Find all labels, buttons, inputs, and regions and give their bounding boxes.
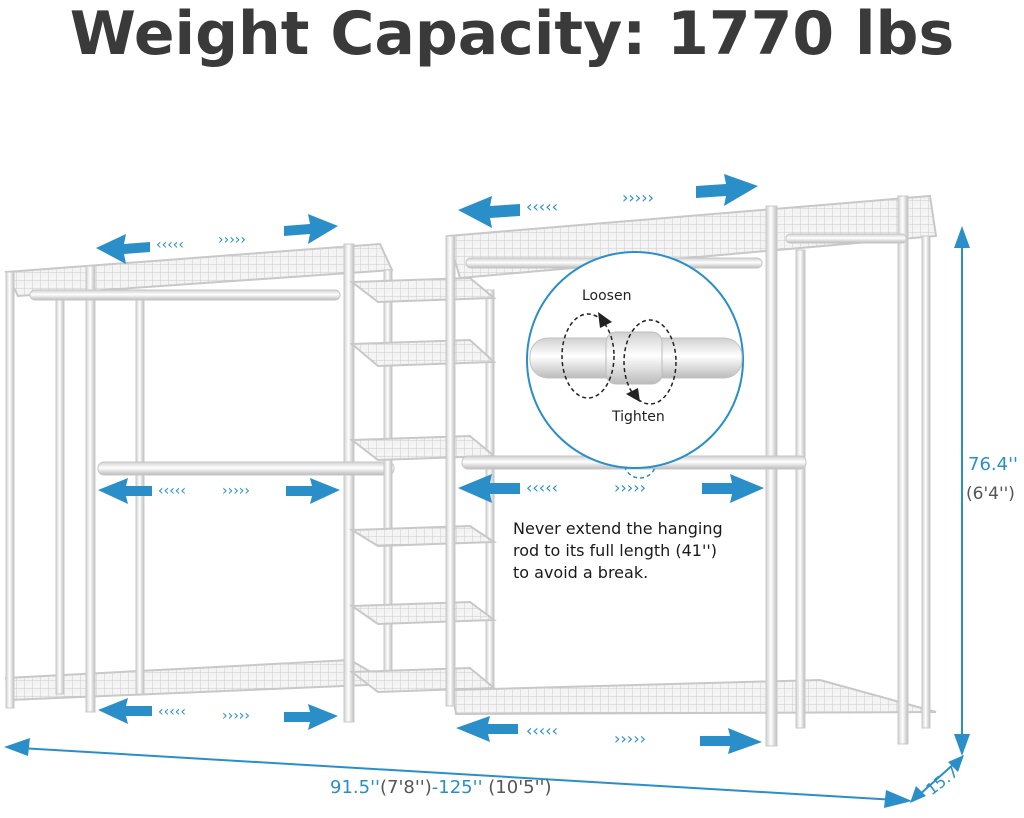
height-inches: 76.4'': [968, 454, 1018, 475]
svg-text:›››››: ›››››: [622, 188, 654, 207]
svg-text:›››››: ›››››: [222, 483, 250, 499]
arrow-left-bottom: ‹‹‹‹‹ ›››››: [98, 698, 338, 730]
note-line-3: to avoid a break.: [513, 563, 649, 582]
svg-text:‹‹‹‹‹: ‹‹‹‹‹: [158, 483, 186, 499]
note-line-2: rod to its full length (41''): [513, 541, 718, 560]
extend-arrows: ‹‹‹‹‹ ››››› ‹‹‹‹‹ ››››› ‹‹‹‹‹ ››››› ‹‹‹‹…: [96, 174, 764, 754]
svg-text:›››››: ›››››: [614, 729, 646, 748]
width-max-inches: 125'': [438, 777, 483, 798]
svg-text:›››››: ›››››: [614, 478, 646, 497]
width-min-inches: 91.5'': [330, 777, 380, 798]
note-line-1: Never extend the hanging: [513, 519, 723, 538]
tighten-label: Tighten: [612, 409, 665, 425]
loosen-label: Loosen: [582, 288, 632, 304]
svg-text:‹‹‹‹‹: ‹‹‹‹‹: [158, 704, 186, 720]
weight-capacity-title: Weight Capacity: 1770 lbs: [69, 0, 955, 69]
width-dimension: 91.5''(7'8'')-125'' (10'5''): [330, 777, 552, 798]
rod-adjust-callout: [526, 251, 744, 469]
arrow-right-top: ‹‹‹‹‹ ›››››: [458, 174, 758, 228]
svg-text:›››››: ›››››: [222, 708, 250, 724]
svg-text:‹‹‹‹‹: ‹‹‹‹‹: [526, 478, 558, 497]
width-max-feet: (10'5''): [488, 777, 552, 798]
left-unit: [4, 242, 396, 723]
shelf-tower: [348, 269, 498, 694]
width-dash: -: [431, 777, 439, 798]
arrow-right-bottom: ‹‹‹‹‹ ›››››: [456, 716, 762, 754]
svg-text:‹‹‹‹‹: ‹‹‹‹‹: [526, 197, 558, 216]
height-feet: (6'4''): [966, 484, 1015, 504]
dimension-lines: [4, 226, 970, 808]
svg-text:›››››: ›››››: [218, 232, 246, 248]
rod-warning-note: Never extend the hanging rod to its full…: [513, 518, 763, 584]
right-unit: [445, 194, 938, 747]
width-min-feet: (7'8''): [379, 777, 432, 798]
arrow-left-middle: ‹‹‹‹‹ ›››››: [98, 478, 340, 504]
svg-text:‹‹‹‹‹: ‹‹‹‹‹: [526, 721, 558, 740]
svg-text:‹‹‹‹‹: ‹‹‹‹‹: [156, 237, 184, 253]
arrow-left-top: ‹‹‹‹‹ ›››››: [96, 214, 338, 264]
arrow-right-middle: ‹‹‹‹‹ ›››››: [458, 474, 764, 503]
